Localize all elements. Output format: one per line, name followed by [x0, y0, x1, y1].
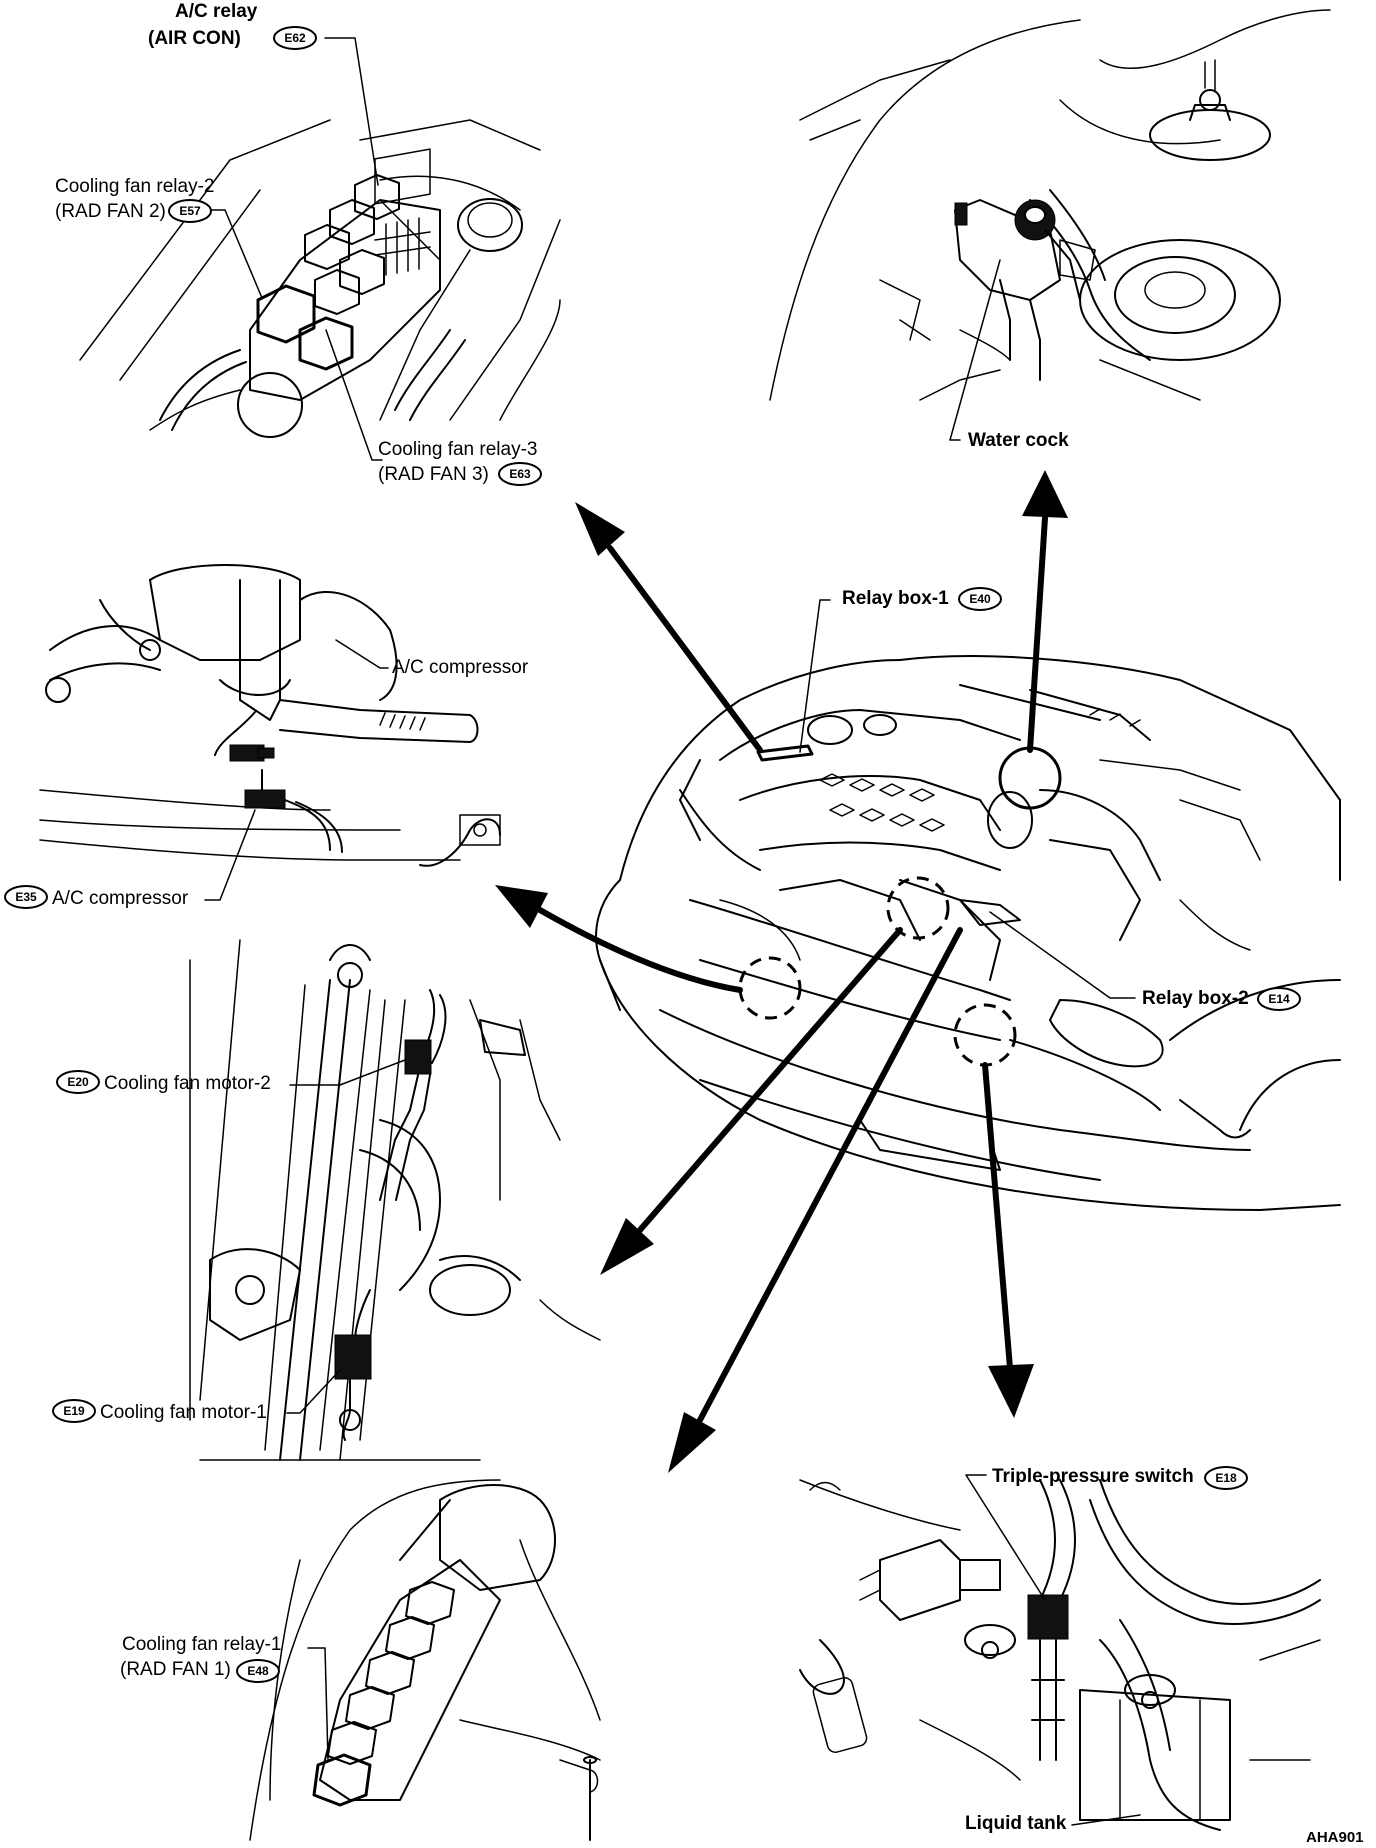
svg-text:E48: E48 — [247, 1664, 269, 1678]
fan-motor1-label: Cooling fan motor-1 — [100, 1402, 267, 1423]
svg-text:E19: E19 — [63, 1404, 85, 1418]
figure-id: AHA901 — [1306, 1829, 1364, 1846]
bottom-relays — [312, 1581, 455, 1807]
fan-relay1-callout-circle — [886, 876, 950, 940]
liquid-tank-label: Liquid tank — [965, 1813, 1067, 1834]
compressor-callout-circle — [738, 956, 802, 1020]
cooling-fan-motor-1-connector — [334, 1289, 372, 1441]
fan-motor2-label: Cooling fan motor-2 — [104, 1073, 271, 1094]
fan-motor1-leader — [286, 1369, 341, 1414]
triple-switch-label: Triple-pressure switch — [992, 1466, 1194, 1487]
ac-compressor-connector-badge: E35 — [4, 885, 48, 909]
fan-motor2-leader — [289, 1059, 406, 1086]
triple-switch-connector-badge: E18 — [1204, 1466, 1248, 1490]
car-engine-bay-central — [595, 655, 1341, 1211]
ac-compressor-connector — [214, 711, 343, 853]
svg-text:E40: E40 — [969, 592, 991, 606]
fan-relay3-label-line2: (RAD FAN 3) — [378, 464, 489, 485]
water-cock-label: Water cock — [968, 430, 1069, 451]
inset-water-cock-top-right — [769, 9, 1331, 401]
pointer-arrows — [495, 470, 1068, 1473]
svg-text:E35: E35 — [15, 890, 37, 904]
fan-relay1-label-line2: (RAD FAN 1) — [120, 1659, 231, 1680]
inset-triple-pressure-switch — [799, 1479, 1321, 1831]
water-cock-leader — [949, 259, 1001, 441]
relay-box2-leader — [989, 911, 1136, 999]
fan-relay2-connector-badge: E57 — [168, 199, 212, 223]
water-cock-callout-circle — [998, 746, 1062, 810]
fan-relay3-connector-badge: E63 — [498, 462, 542, 486]
relay-box2-label: Relay box-2 — [1142, 988, 1249, 1009]
triple-switch-leader — [965, 1474, 1046, 1601]
fan-motor2-connector-badge: E20 — [56, 1070, 100, 1094]
ac-compressor-connector-label: A/C compressor — [52, 888, 189, 909]
inset-fan-relay-1-bottom-left — [249, 1479, 601, 1841]
svg-text:E63: E63 — [509, 467, 531, 481]
ac-compressor-label: A/C compressor — [392, 657, 529, 678]
ac-relay-label-line1: A/C relay — [175, 1, 258, 22]
ac-relay-label-line2: (AIR CON) — [148, 28, 241, 49]
fan-relay1-connector-badge: E48 — [236, 1659, 280, 1683]
svg-text:E57: E57 — [179, 204, 201, 218]
svg-text:E14: E14 — [1268, 992, 1290, 1006]
fan-relay3-label-line1: Cooling fan relay-3 — [378, 439, 537, 460]
svg-text:E62: E62 — [284, 31, 306, 45]
leaders-top-left — [197, 37, 383, 461]
relay-box1-label: Relay box-1 — [842, 588, 949, 609]
cooling-fan-motor-2-connector — [379, 989, 447, 1201]
fan-relay2-label-line1: Cooling fan relay-2 — [55, 176, 214, 197]
inset-relay-block-top-left — [79, 119, 561, 438]
ac-compressor-connector-leader — [204, 809, 256, 901]
ac-compressor-leader — [335, 639, 389, 669]
fan-relay1-leader — [307, 1647, 329, 1761]
inset-ac-compressor — [39, 564, 501, 867]
ac-relay-connector-badge: E62 — [273, 26, 317, 50]
engine-cam-covers — [819, 773, 945, 832]
svg-text:E20: E20 — [67, 1075, 89, 1089]
fan-relay1-label-line1: Cooling fan relay-1 — [122, 1634, 281, 1655]
fan-relay2-label-line2: (RAD FAN 2) — [55, 201, 166, 222]
relay-box1-leader — [799, 599, 831, 753]
svg-text:E18: E18 — [1215, 1471, 1237, 1485]
relay-cubes — [256, 174, 400, 371]
fuse-grid — [374, 148, 431, 276]
triple-pressure-switch-body — [1027, 1594, 1069, 1761]
water-cock-valve — [954, 199, 1096, 381]
relay-box2-connector-badge: E14 — [1257, 987, 1301, 1011]
triple-switch-callout-circle — [953, 1003, 1017, 1067]
fan-motor1-connector-badge: E19 — [52, 1399, 96, 1423]
relay-box1-connector-badge: E40 — [958, 587, 1002, 611]
liquid-tank-leader — [1071, 1814, 1141, 1826]
inset-cooling-fan-motors — [189, 939, 601, 1461]
